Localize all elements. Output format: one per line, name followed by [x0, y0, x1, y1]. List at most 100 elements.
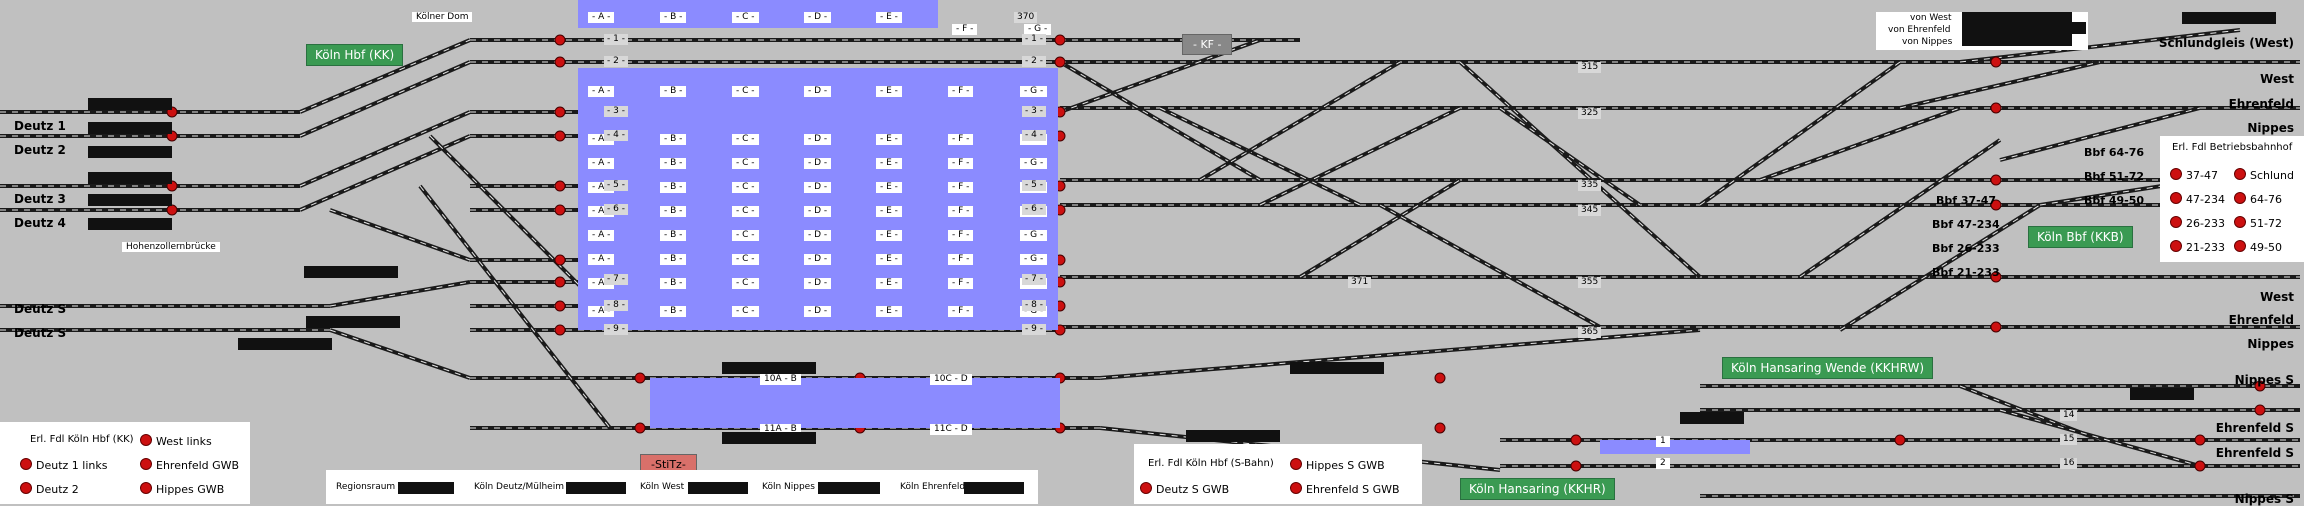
platform-number: - 3 - — [604, 106, 628, 117]
signal-icon[interactable] — [1990, 56, 2002, 68]
signal-icon[interactable] — [554, 324, 566, 336]
edge-deutz-1: Deutz 1 — [14, 119, 66, 133]
bbf-legend-item[interactable]: 37-47 — [2170, 168, 2218, 182]
sbahn-legend-item[interactable]: Hippes S GWB — [1290, 458, 1385, 472]
kf-button[interactable]: - KF - — [1182, 34, 1233, 55]
signal-icon — [140, 434, 152, 446]
signal-icon[interactable] — [554, 204, 566, 216]
platform-letter: - A - — [588, 158, 615, 169]
signal-icon — [1140, 482, 1152, 494]
signal-icon[interactable] — [634, 422, 646, 434]
hbf-legend-item[interactable]: Hippes GWB — [140, 482, 224, 496]
bbf-legend-item[interactable]: 51-72 — [2234, 216, 2282, 230]
bbf-label[interactable]: Bbf 21-233 — [1932, 266, 2000, 279]
train-number-display — [2130, 388, 2194, 400]
platform-number: - 6 - — [604, 204, 628, 215]
signal-icon[interactable] — [554, 106, 566, 118]
hbf-legend-item[interactable]: Ehrenfeld GWB — [140, 458, 239, 472]
platform-number: - 8 - — [1022, 300, 1046, 311]
station-hansaring-wende[interactable]: Köln Hansaring Wende (KKHRW) — [1722, 357, 1934, 379]
bbf-label[interactable]: Bbf 64-76 — [2084, 146, 2145, 159]
edge-ehrenfeld-s: Ehrenfeld S — [2215, 421, 2294, 435]
signal-icon[interactable] — [2254, 380, 2266, 392]
signal-icon[interactable] — [1990, 199, 2002, 211]
bbf-label[interactable]: Bbf 49-50 — [2084, 194, 2145, 207]
platform-area-sbahn — [650, 378, 1060, 428]
signal-icon[interactable] — [1434, 372, 1446, 384]
bbf-legend-item[interactable]: Schlund — [2234, 168, 2294, 182]
station-hansaring[interactable]: Köln Hansaring (KKHR) — [1460, 478, 1615, 500]
signal-icon[interactable] — [1570, 460, 1582, 472]
bbf-label[interactable]: Bbf 47-234 — [1932, 218, 2000, 231]
platform-number: - 9 - — [604, 324, 628, 335]
platform-letter: - G - — [1024, 24, 1052, 35]
track-number: 365 — [1578, 327, 1602, 338]
edge-nippes-2: Nippes — [2247, 337, 2294, 351]
sbahn-legend-panel — [1134, 444, 1422, 504]
crossover-track — [299, 38, 471, 114]
signal-icon[interactable] — [554, 34, 566, 46]
platform-number: - 7 - — [1022, 274, 1046, 285]
signal-icon[interactable] — [554, 254, 566, 266]
signal-icon[interactable] — [554, 180, 566, 192]
sbahn-legend-item[interactable]: Ehrenfeld S GWB — [1290, 482, 1400, 496]
signal-icon[interactable] — [1894, 434, 1906, 446]
platform-number: - 4 - — [1022, 130, 1046, 141]
signal-icon[interactable] — [2254, 404, 2266, 416]
signal-icon[interactable] — [1990, 102, 2002, 114]
platform-area-hansaring — [1600, 440, 1750, 454]
platform-letter: - C - — [732, 134, 759, 145]
platform-number: - 2 - — [604, 56, 628, 67]
bbf-legend-item[interactable]: 21-233 — [2170, 240, 2225, 254]
place-koelner-dom: Kölner Dom — [412, 12, 473, 22]
train-number-display — [88, 194, 172, 206]
station-koeln-bbf[interactable]: Köln Bbf (KKB) — [2028, 226, 2133, 248]
platform-letter: - D - — [804, 134, 832, 145]
platform-letter: - C - — [732, 206, 759, 217]
hbf-legend-item[interactable]: Deutz 1 links — [20, 458, 107, 472]
bbf-legend-item[interactable]: 26-233 — [2170, 216, 2225, 230]
signal-icon[interactable] — [554, 130, 566, 142]
train-number-display — [304, 266, 398, 278]
bbf-legend-item[interactable]: 64-76 — [2234, 192, 2282, 206]
signal-icon[interactable] — [1434, 422, 1446, 434]
platform-letter: - C - — [732, 230, 759, 241]
sbahn-legend-item[interactable]: Deutz S GWB — [1140, 482, 1229, 496]
signal-icon[interactable] — [1570, 434, 1582, 446]
platform-letter: - A - — [588, 206, 615, 217]
station-koeln-hbf[interactable]: Köln Hbf (KK) — [306, 44, 404, 66]
bbf-label[interactable]: Bbf 51-72 — [2084, 170, 2145, 183]
signal-icon[interactable] — [1990, 174, 2002, 186]
crossover-track — [1298, 178, 1462, 279]
track-segment-marker — [1059, 61, 1261, 181]
signal-icon — [20, 458, 32, 470]
signal-icon[interactable] — [554, 56, 566, 68]
platform-letter: - F - — [952, 24, 978, 35]
signal-icon — [140, 458, 152, 470]
signal-icon[interactable] — [634, 372, 646, 384]
platform-letter: - C - — [732, 12, 759, 23]
track-segment-marker — [1799, 139, 2001, 278]
sbahn-section: 10C - D — [930, 374, 972, 385]
signal-icon[interactable] — [2194, 434, 2206, 446]
signal-icon[interactable] — [1054, 56, 1066, 68]
signal-icon[interactable] — [554, 276, 566, 288]
track-number: 345 — [1578, 205, 1602, 216]
edge-ehrenfeld: Ehrenfeld — [2228, 97, 2294, 111]
signal-icon[interactable] — [1990, 271, 2002, 283]
signal-icon[interactable] — [554, 300, 566, 312]
hbf-legend-item[interactable]: West links — [140, 434, 212, 448]
origin-west: von West — [1910, 13, 1952, 23]
signal-icon[interactable] — [1990, 321, 2002, 333]
bbf-legend-panel — [2160, 136, 2304, 262]
bbf-legend-item[interactable]: 47-234 — [2170, 192, 2225, 206]
signal-icon[interactable] — [1054, 34, 1066, 46]
bbf-label[interactable]: Bbf 37-47 — [1936, 194, 1997, 207]
bbf-label[interactable]: Bbf 26-233 — [1932, 242, 2000, 255]
signal-icon[interactable] — [2194, 460, 2206, 472]
signal-icon[interactable] — [166, 204, 178, 216]
bbf-legend-item[interactable]: 49-50 — [2234, 240, 2282, 254]
place-hohenzollernbruecke: Hohenzollernbrücke — [122, 242, 220, 252]
platform-letter: - F - — [948, 278, 974, 289]
hbf-legend-item[interactable]: Deutz 2 — [20, 482, 79, 496]
